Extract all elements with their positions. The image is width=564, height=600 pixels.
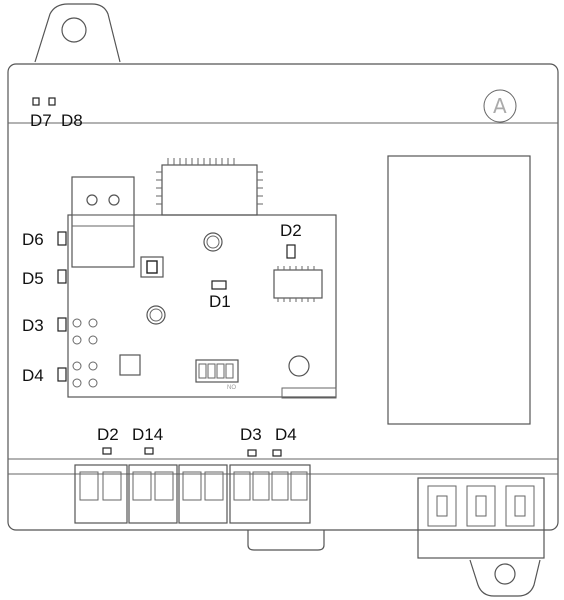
label-d2-pcb: D2 (280, 221, 302, 240)
power-terminal (417, 477, 545, 559)
screw-terminal-top (71, 176, 135, 268)
dip-switch (195, 359, 239, 383)
led-d3-bottom (247, 449, 257, 457)
top-mounting-tab (34, 3, 121, 63)
bottom-terminals (74, 464, 311, 524)
label-d1-pcb: D1 (209, 292, 231, 311)
board-hole-3 (288, 355, 310, 377)
jumper-holes (72, 318, 98, 388)
label-d8: D8 (61, 111, 83, 130)
ic-chip-right (273, 269, 323, 299)
bottom-clip (247, 530, 325, 551)
led-d8 (48, 97, 56, 106)
label-d4-bottom: D4 (275, 425, 297, 444)
board-hole-1 (203, 232, 223, 252)
label-d4-left: D4 (22, 366, 44, 385)
label-d5: D5 (22, 269, 44, 288)
ic-chip-small (119, 354, 141, 376)
led-d1-pcb (211, 280, 227, 290)
ic-chip-top (161, 164, 258, 216)
led-d14-bottom (144, 447, 154, 455)
led-d4-left (57, 367, 67, 382)
logo-letter: A (493, 94, 507, 118)
relay-module (387, 155, 531, 425)
led-d3-left (57, 317, 67, 332)
led-d2-bottom (102, 447, 112, 455)
board-hole-2 (146, 305, 166, 325)
bottom-mounting-hole (494, 563, 516, 585)
label-d3-left: D3 (22, 316, 44, 335)
bottom-mounting-tab (469, 559, 541, 597)
smd-component (140, 256, 164, 278)
screw-2 (108, 194, 120, 206)
led-d7 (32, 97, 40, 106)
led-d4-bottom (272, 449, 282, 457)
label-d7: D7 (30, 111, 52, 130)
enclosure-outer (7, 63, 559, 531)
led-d5 (57, 269, 67, 284)
top-mounting-hole (61, 17, 87, 43)
pcb-board (67, 214, 337, 398)
dip-switch-caption: NO (227, 385, 236, 391)
label-d2-bottom: D2 (97, 425, 119, 444)
label-d6: D6 (22, 230, 44, 249)
label-d3-bottom: D3 (240, 425, 262, 444)
label-d14-bottom: D14 (132, 425, 164, 444)
led-d2-pcb (286, 244, 296, 259)
screw-1 (86, 194, 98, 206)
logo-circle (483, 89, 517, 123)
led-d6 (57, 231, 67, 246)
